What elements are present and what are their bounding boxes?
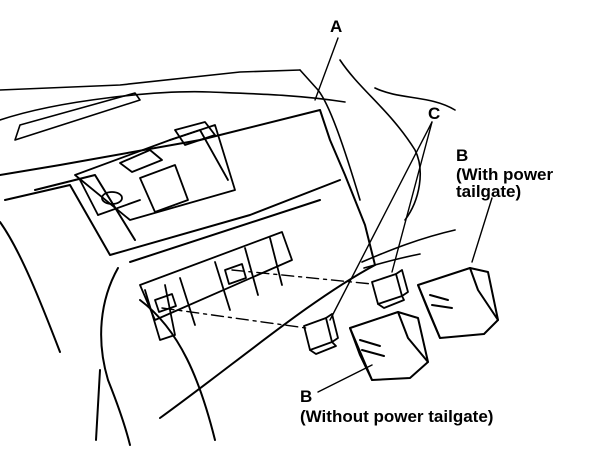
label-b-with-line2: tailgate) xyxy=(456,182,522,201)
label-b-with-line1: (With power xyxy=(456,165,554,184)
switch-b-with-power-tailgate xyxy=(417,267,499,339)
connector-guide-lines xyxy=(161,269,373,329)
switch-c-upper xyxy=(371,269,409,309)
switch-c-lower xyxy=(303,313,339,355)
wire-harness xyxy=(361,229,456,269)
label-b-with-letter: B xyxy=(456,146,469,165)
label-b-without-letter: B xyxy=(300,387,313,406)
switch-b-without-power-tailgate xyxy=(349,311,429,381)
door-panel xyxy=(0,109,376,446)
label-c: C xyxy=(428,104,441,123)
label-a: A xyxy=(330,17,343,36)
upper-switch-cluster xyxy=(74,121,236,221)
upper-dash xyxy=(0,59,456,221)
leader-lines xyxy=(314,37,493,393)
lower-switch-bank xyxy=(139,231,293,341)
label-b-without-line1: (Without power tailgate) xyxy=(300,407,494,426)
